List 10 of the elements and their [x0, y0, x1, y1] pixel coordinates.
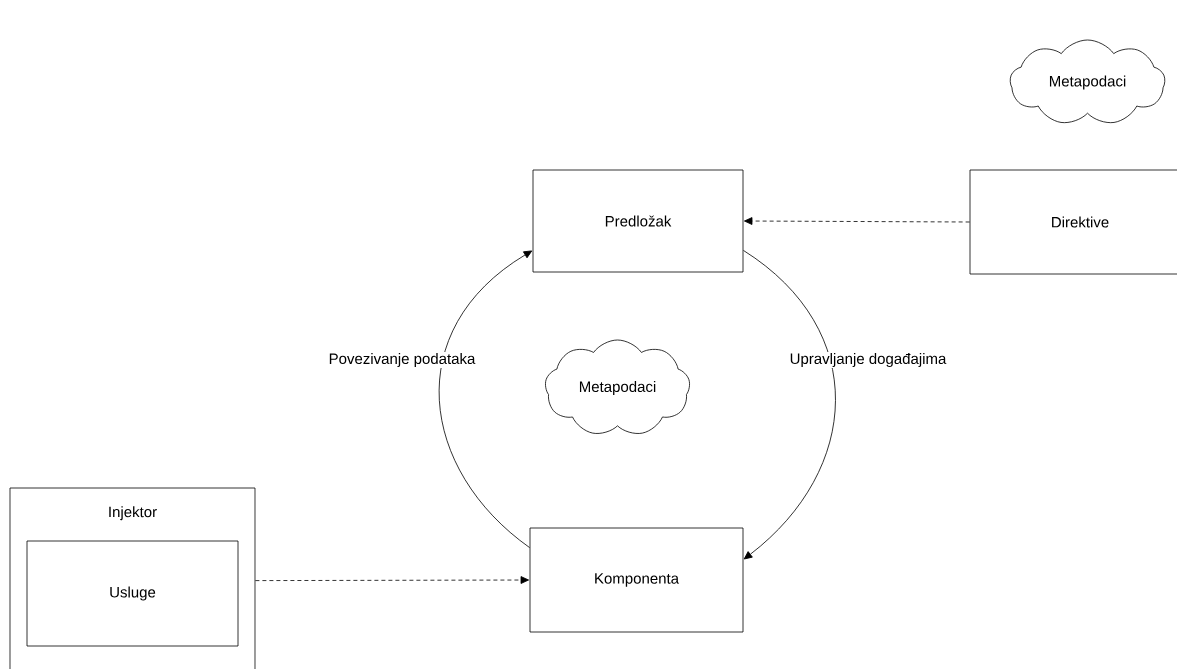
process-box: Komponenta [529, 527, 744, 633]
arrow [744, 217, 970, 225]
process-box: Usluge [26, 540, 239, 647]
arrow [438, 250, 533, 548]
edge-label: Povezivanje podataka [327, 352, 477, 368]
arrow [255, 576, 529, 584]
edge-label: Upravljanje događajima [788, 352, 948, 368]
process-box: Direktive [969, 169, 1177, 275]
arrow [743, 250, 836, 560]
process-box: Predložak [532, 169, 744, 273]
